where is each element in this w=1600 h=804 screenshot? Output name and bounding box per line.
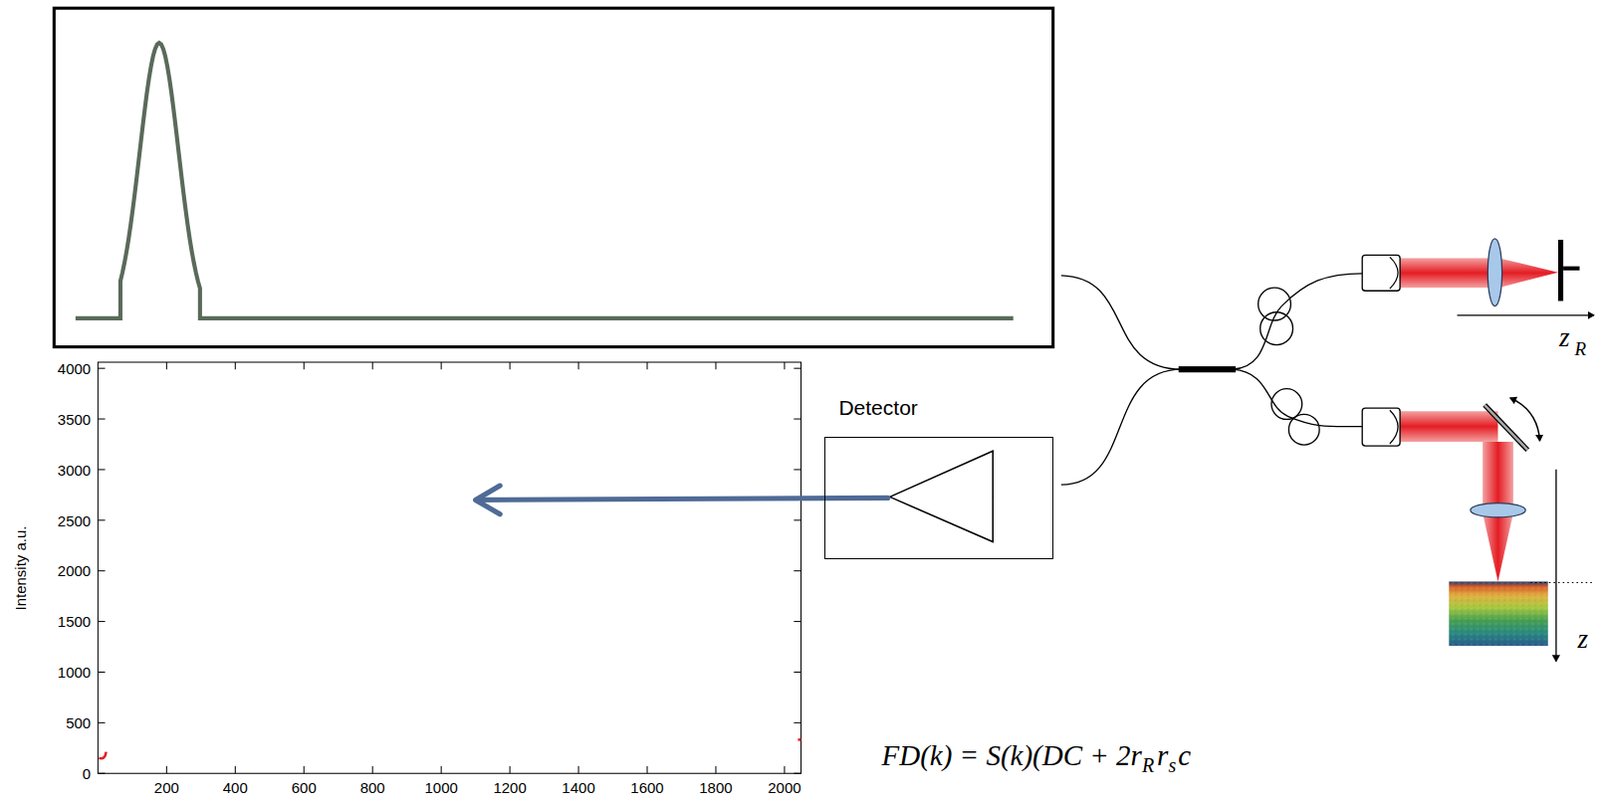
axis-tick-label: 400	[223, 780, 248, 796]
axis-tick-label: 3500	[57, 411, 91, 427]
reference-beam	[1494, 256, 1559, 289]
axis-tick-label: 2000	[57, 563, 91, 579]
detector-frame	[824, 437, 1054, 560]
fiber-coupler	[1178, 366, 1236, 373]
source-spectrum	[75, 42, 1014, 319]
axis-symbol: z	[1559, 324, 1571, 352]
source-panel	[53, 7, 1053, 347]
axis-tick-label: 2500	[57, 512, 91, 528]
axis-tick-label: 1000	[57, 665, 91, 681]
collimator	[1362, 408, 1400, 447]
axis-tick-label: 600	[291, 780, 317, 796]
axis-title: Intensity a.u.	[12, 525, 28, 611]
formula-text: FD(k) = S(k)(DC + 2r	[881, 739, 1142, 772]
formula-subscript: s	[1167, 754, 1176, 777]
chart-ticks	[97, 362, 801, 774]
optical-fiber	[1061, 273, 1363, 485]
detector-label: Detector	[838, 396, 1053, 421]
detector-box: Detector	[824, 396, 1054, 560]
axis-tick-label: 0	[82, 765, 91, 781]
signal-arrow	[476, 497, 889, 500]
sample-beam	[1399, 411, 1498, 443]
zR-axis	[1457, 314, 1595, 316]
signal-arrowhead	[475, 485, 501, 515]
reference-mirror	[1558, 239, 1564, 302]
axis-tick-label: 1800	[698, 780, 732, 796]
z-axis	[1555, 469, 1557, 663]
lens	[1470, 503, 1526, 518]
axis-tick-label: 4000	[57, 360, 91, 376]
zero-line	[1530, 582, 1595, 584]
collimator	[1362, 254, 1400, 291]
axis-tick-label: 1400	[561, 780, 595, 796]
signal-trace	[797, 738, 801, 742]
sample-beam	[1482, 513, 1514, 583]
axis-tick-label: 1500	[57, 614, 91, 630]
formula: FD(k) = S(k)(DC + 2rRrsc	[881, 741, 1191, 776]
scan-arrow	[1510, 398, 1541, 442]
axis-tick-label: 2000	[767, 780, 801, 796]
axis-tick-label: 800	[360, 780, 386, 796]
axis-tick-label: 500	[65, 714, 91, 730]
formula-text: r	[1156, 739, 1168, 772]
scan-mirror	[1484, 405, 1528, 451]
tissue-image	[1448, 581, 1548, 647]
formula-text: c	[1177, 739, 1191, 772]
axis-tick-label: 1600	[630, 780, 664, 796]
axis-tick-label: 1000	[424, 780, 458, 796]
reference-beam	[1399, 257, 1495, 288]
axis-tick-label: 1200	[492, 780, 526, 796]
axis-tick-label: 200	[154, 780, 180, 796]
signal-trace	[98, 752, 106, 760]
axis-subscript: R	[1574, 339, 1587, 359]
axis-symbol: z	[1577, 626, 1589, 654]
formula-subscript: R	[1142, 754, 1154, 777]
chart-frame	[97, 362, 801, 774]
sample-beam	[1482, 442, 1514, 511]
axis-tick-label: 3000	[57, 461, 91, 477]
amplifier-symbol	[890, 451, 994, 542]
lens	[1487, 238, 1502, 307]
